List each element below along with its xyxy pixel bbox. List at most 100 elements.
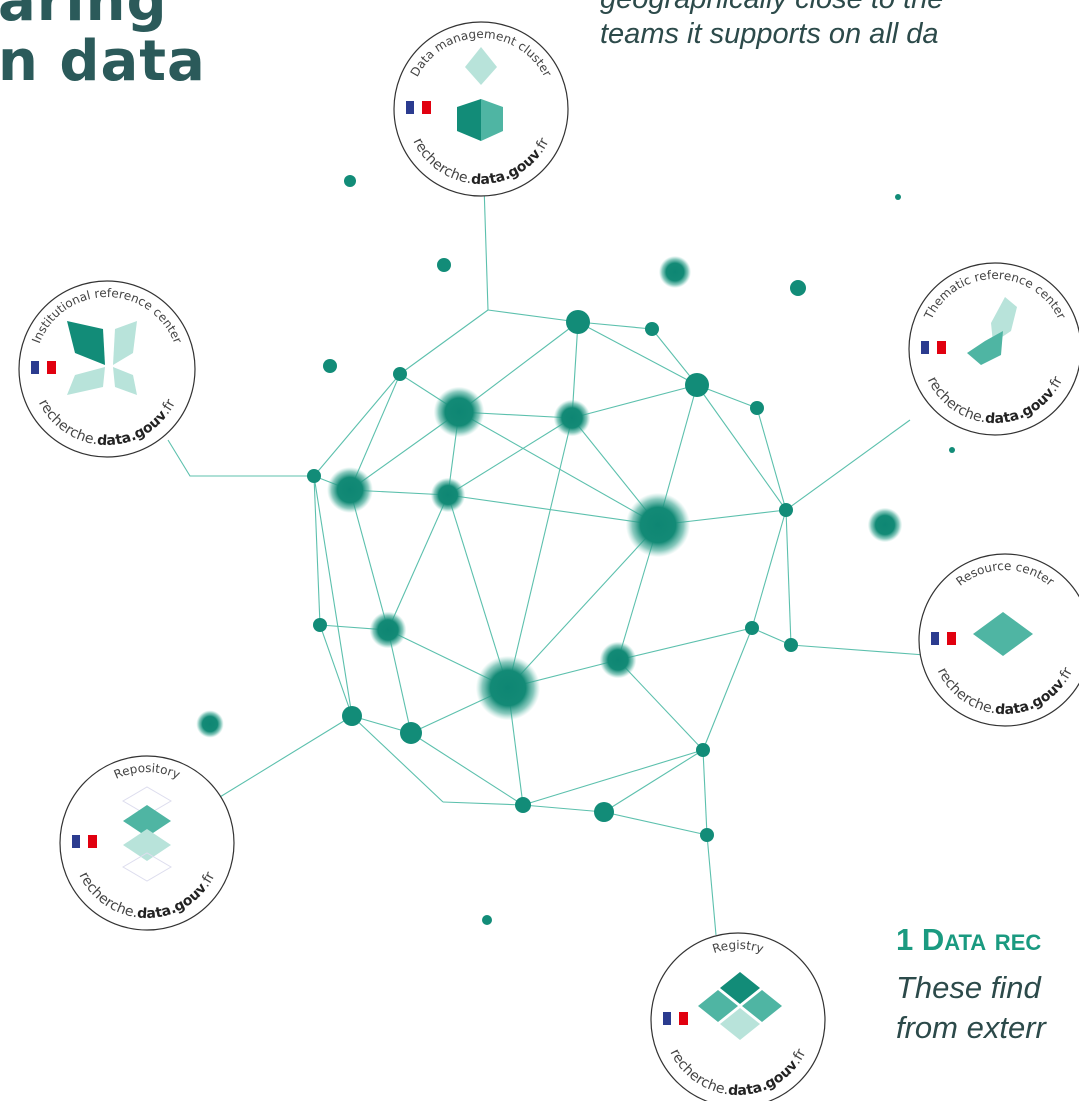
floating-node-9 <box>482 915 492 925</box>
french-flag-icon <box>72 835 97 848</box>
node-p <box>784 638 798 652</box>
floating-node-5 <box>323 359 337 373</box>
french-flag-icon <box>406 101 431 114</box>
node-n <box>369 611 407 649</box>
edge-1 <box>399 309 489 375</box>
edge-39 <box>617 627 753 661</box>
edge-53 <box>522 749 704 806</box>
connector-1 <box>167 439 314 477</box>
node-g <box>750 401 764 415</box>
edge-34 <box>319 624 353 717</box>
edge-48 <box>410 732 524 806</box>
node-i <box>327 467 373 513</box>
data-rec-text: These find from exterr <box>896 968 1046 1048</box>
edge-50 <box>603 749 704 813</box>
network-nodes <box>196 175 955 925</box>
connector-5 <box>706 834 717 936</box>
intro-line-1: geographically close to the <box>600 0 1079 17</box>
page-title: aring n data <box>0 0 206 92</box>
french-flag-icon <box>931 632 956 645</box>
node-v <box>515 797 531 813</box>
badges-layer: Data management clusterrecherche.data.go… <box>18 21 1079 1101</box>
node-j <box>430 477 466 513</box>
node-s <box>342 706 362 726</box>
intro-text: geographically close to the teams it sup… <box>600 0 1079 52</box>
floating-node-4 <box>895 194 901 200</box>
node-a <box>566 310 590 334</box>
edge-44 <box>617 659 704 751</box>
floating-node-3 <box>790 280 806 296</box>
floating-node-8 <box>949 447 955 453</box>
edge-54 <box>507 417 573 689</box>
edge-14 <box>571 384 698 419</box>
node-w <box>594 802 614 822</box>
node-d <box>433 386 485 438</box>
edge-26 <box>387 494 449 631</box>
edge-40 <box>702 627 753 751</box>
repository-icon <box>122 786 172 882</box>
data-rec-heading: 1 Data rec <box>896 922 1041 958</box>
edge-51 <box>702 749 708 836</box>
edge-5 <box>577 321 698 386</box>
title-line-2: n data <box>0 29 206 94</box>
edge-47 <box>442 801 524 806</box>
connector-3 <box>790 644 926 656</box>
edge-13 <box>458 411 659 526</box>
cluster-icon <box>457 47 503 141</box>
edge-20 <box>756 407 787 511</box>
connector-2 <box>785 419 911 511</box>
network-edges <box>167 184 926 936</box>
resource-icon <box>973 612 1033 656</box>
data-rec-line-1: These find <box>896 970 1041 1005</box>
edge-52 <box>603 811 708 836</box>
node-m <box>313 618 327 632</box>
node-q <box>475 655 541 721</box>
french-flag-icon <box>663 1012 688 1025</box>
node-r <box>599 641 637 679</box>
floating-node-0 <box>344 175 356 187</box>
node-f <box>685 373 709 397</box>
badge-data-management-cluster: Data management clusterrecherche.data.go… <box>393 21 569 197</box>
edge-15 <box>447 417 573 496</box>
data-rec-line-2: from exterr <box>896 1010 1046 1045</box>
edge-32 <box>751 509 787 629</box>
thematic-icon <box>967 297 1017 365</box>
edge-0 <box>487 309 579 323</box>
connector-0 <box>483 184 489 311</box>
registry-icon <box>698 972 782 1040</box>
data-rec-heading-text: 1 Data rec <box>896 922 1042 957</box>
french-flag-icon <box>31 361 56 374</box>
edge-27 <box>447 494 509 689</box>
edge-49 <box>522 804 605 813</box>
edge-25 <box>447 494 659 526</box>
edge-46 <box>351 715 444 803</box>
edge-38 <box>751 627 792 646</box>
floating-node-7 <box>867 507 903 543</box>
badge-institutional-reference-center: Institutional reference centerrecherche.… <box>18 280 196 458</box>
node-o <box>745 621 759 635</box>
edge-2 <box>577 321 653 330</box>
french-flag-icon <box>921 341 946 354</box>
edge-24 <box>349 489 389 631</box>
node-k <box>625 492 691 558</box>
node-u <box>696 743 710 757</box>
edge-22 <box>313 475 321 626</box>
node-h <box>307 469 321 483</box>
institutional-icon <box>67 321 137 395</box>
edge-8 <box>313 373 401 477</box>
edge-29 <box>507 524 659 689</box>
connector-4 <box>214 715 353 801</box>
floating-node-1 <box>437 258 451 272</box>
node-b <box>645 322 659 336</box>
node-c <box>393 367 407 381</box>
edge-31 <box>785 509 792 646</box>
floating-node-2 <box>658 255 692 289</box>
title-line-1: aring <box>0 0 168 34</box>
floating-node-6 <box>196 710 224 738</box>
node-l <box>779 503 793 517</box>
node-t <box>400 722 422 744</box>
